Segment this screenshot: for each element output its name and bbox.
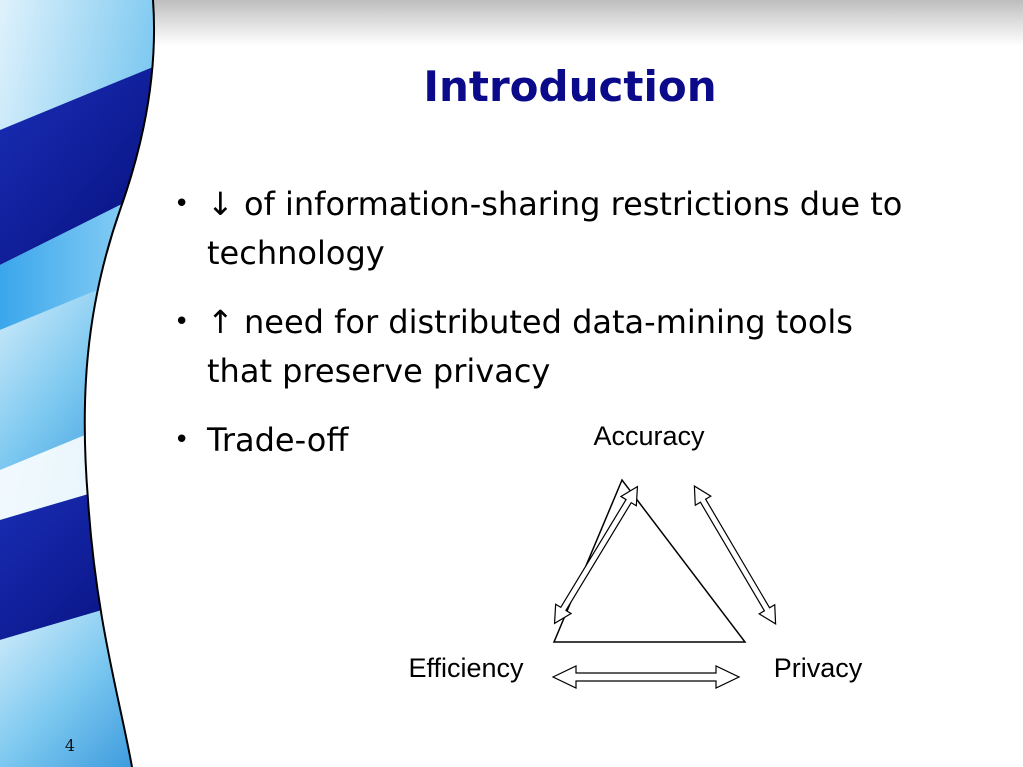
bullet-item: • ↓ of information-sharing restrictions … <box>172 180 932 278</box>
bullet-marker: • <box>174 425 190 455</box>
decorative-side-wave <box>0 0 156 767</box>
slide-number: 4 <box>64 736 76 755</box>
bullet-list: • ↓ of information-sharing restrictions … <box>172 180 932 485</box>
label-privacy: Privacy <box>774 653 863 683</box>
triangle-shape <box>552 478 747 643</box>
tradeoff-triangle-diagram: Accuracy Efficiency Privacy <box>408 421 863 689</box>
double-arrow-accuracy-privacy <box>693 484 777 626</box>
label-efficiency: Efficiency <box>408 653 524 683</box>
bullet-text: ↓ of information-sharing restrictions du… <box>207 185 903 272</box>
slide-title: Introduction <box>423 62 717 111</box>
bullet-marker: • <box>174 189 190 219</box>
header-shade <box>0 0 1023 46</box>
bullet-text: ↑ need for distributed data-mining tools… <box>207 303 853 390</box>
label-accuracy: Accuracy <box>593 421 705 451</box>
bullet-marker: • <box>174 307 190 337</box>
bullet-item: • Trade-off <box>172 416 932 465</box>
double-arrow-efficiency-privacy <box>551 665 741 689</box>
double-arrow-accuracy-efficiency <box>553 485 639 625</box>
bullet-item: • ↑ need for distributed data-mining too… <box>172 298 932 396</box>
bullet-text: Trade-off <box>207 421 349 459</box>
